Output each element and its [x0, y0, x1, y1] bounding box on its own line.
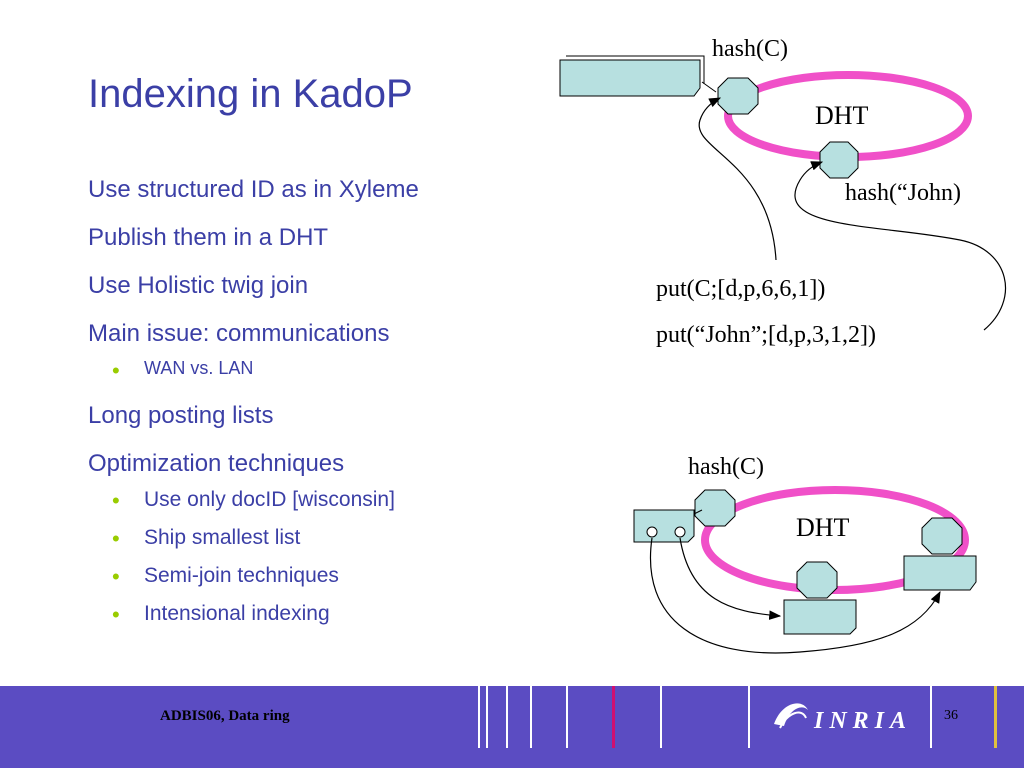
divider: [660, 686, 662, 748]
connector-line: [701, 81, 717, 93]
sub-bullet-item: •Intensional indexing: [112, 602, 330, 627]
hash-c-label: hash(C): [712, 36, 788, 62]
arrow-to-node: [649, 537, 941, 654]
dht-node: [921, 517, 963, 555]
sub-bullet-item: •Use only docID [wisconsin]: [112, 488, 395, 513]
inria-logo: INRIA: [774, 703, 912, 734]
hash-c-label: hash(C): [688, 454, 764, 480]
footer-bar: ADBIS06, Data ring INRIA 36: [0, 686, 1024, 768]
bullet-item: Use Holistic twig join: [88, 272, 309, 299]
bullet-item: Publish them in a DHT: [88, 224, 329, 251]
bullet-dot-icon: •: [112, 488, 120, 513]
divider: [478, 686, 480, 748]
dht-node: [717, 77, 759, 115]
divider: [612, 686, 615, 748]
dht-node: [796, 561, 838, 599]
divider: [506, 686, 508, 748]
dht-label: DHT: [815, 101, 869, 130]
dht-diagram: hash(C) DHT hash(“John) put(C;[d,p,6,6,1…: [559, 36, 1007, 654]
bullet-dot-icon: •: [112, 564, 120, 589]
svg-text:INRIA: INRIA: [813, 708, 912, 734]
document-box: [559, 55, 705, 97]
put-c-label: put(C;[d,p,6,6,1]): [656, 276, 825, 302]
dht-label: DHT: [796, 513, 850, 542]
dht-node: [694, 489, 736, 527]
bullet-item: Use structured ID as in Xyleme: [88, 176, 419, 203]
bullet-item: Main issue: communications: [88, 320, 390, 347]
connector-line: [693, 509, 703, 515]
page-number: 36: [944, 708, 958, 723]
arrow-put-c: [698, 97, 777, 261]
document-box: [783, 599, 857, 635]
slide-title: Indexing in KadoP: [88, 72, 413, 116]
divider: [930, 686, 932, 748]
document-box: [633, 509, 695, 543]
arrow-put-john: [794, 161, 1007, 331]
bullet-dot-icon: •: [112, 358, 120, 383]
bullet-dot-icon: •: [112, 526, 120, 551]
bullet-dot-icon: •: [112, 602, 120, 627]
footer-text: ADBIS06, Data ring: [160, 708, 290, 724]
divider: [486, 686, 488, 748]
sub-bullet-item: •WAN vs. LAN: [112, 358, 254, 383]
hash-john-label: hash(“John): [845, 180, 961, 206]
divider: [748, 686, 750, 748]
divider: [994, 686, 997, 748]
dht-node: [819, 141, 859, 179]
top-diagram: hash(C) DHT hash(“John) put(C;[d,p,6,6,1…: [559, 36, 1007, 348]
bullet-item: Long posting lists: [88, 402, 274, 429]
bottom-diagram: hash(C) DHT: [633, 454, 977, 654]
sub-bullet-item: •Ship smallest list: [112, 526, 301, 551]
divider: [566, 686, 568, 748]
divider: [530, 686, 532, 748]
put-john-label: put(“John”;[d,p,3,1,2]): [656, 322, 876, 348]
bullet-item: Optimization techniques: [88, 450, 345, 477]
document-box: [903, 555, 977, 591]
sub-bullet-item: •Semi-join techniques: [112, 564, 339, 589]
arrow-to-node: [679, 537, 782, 620]
